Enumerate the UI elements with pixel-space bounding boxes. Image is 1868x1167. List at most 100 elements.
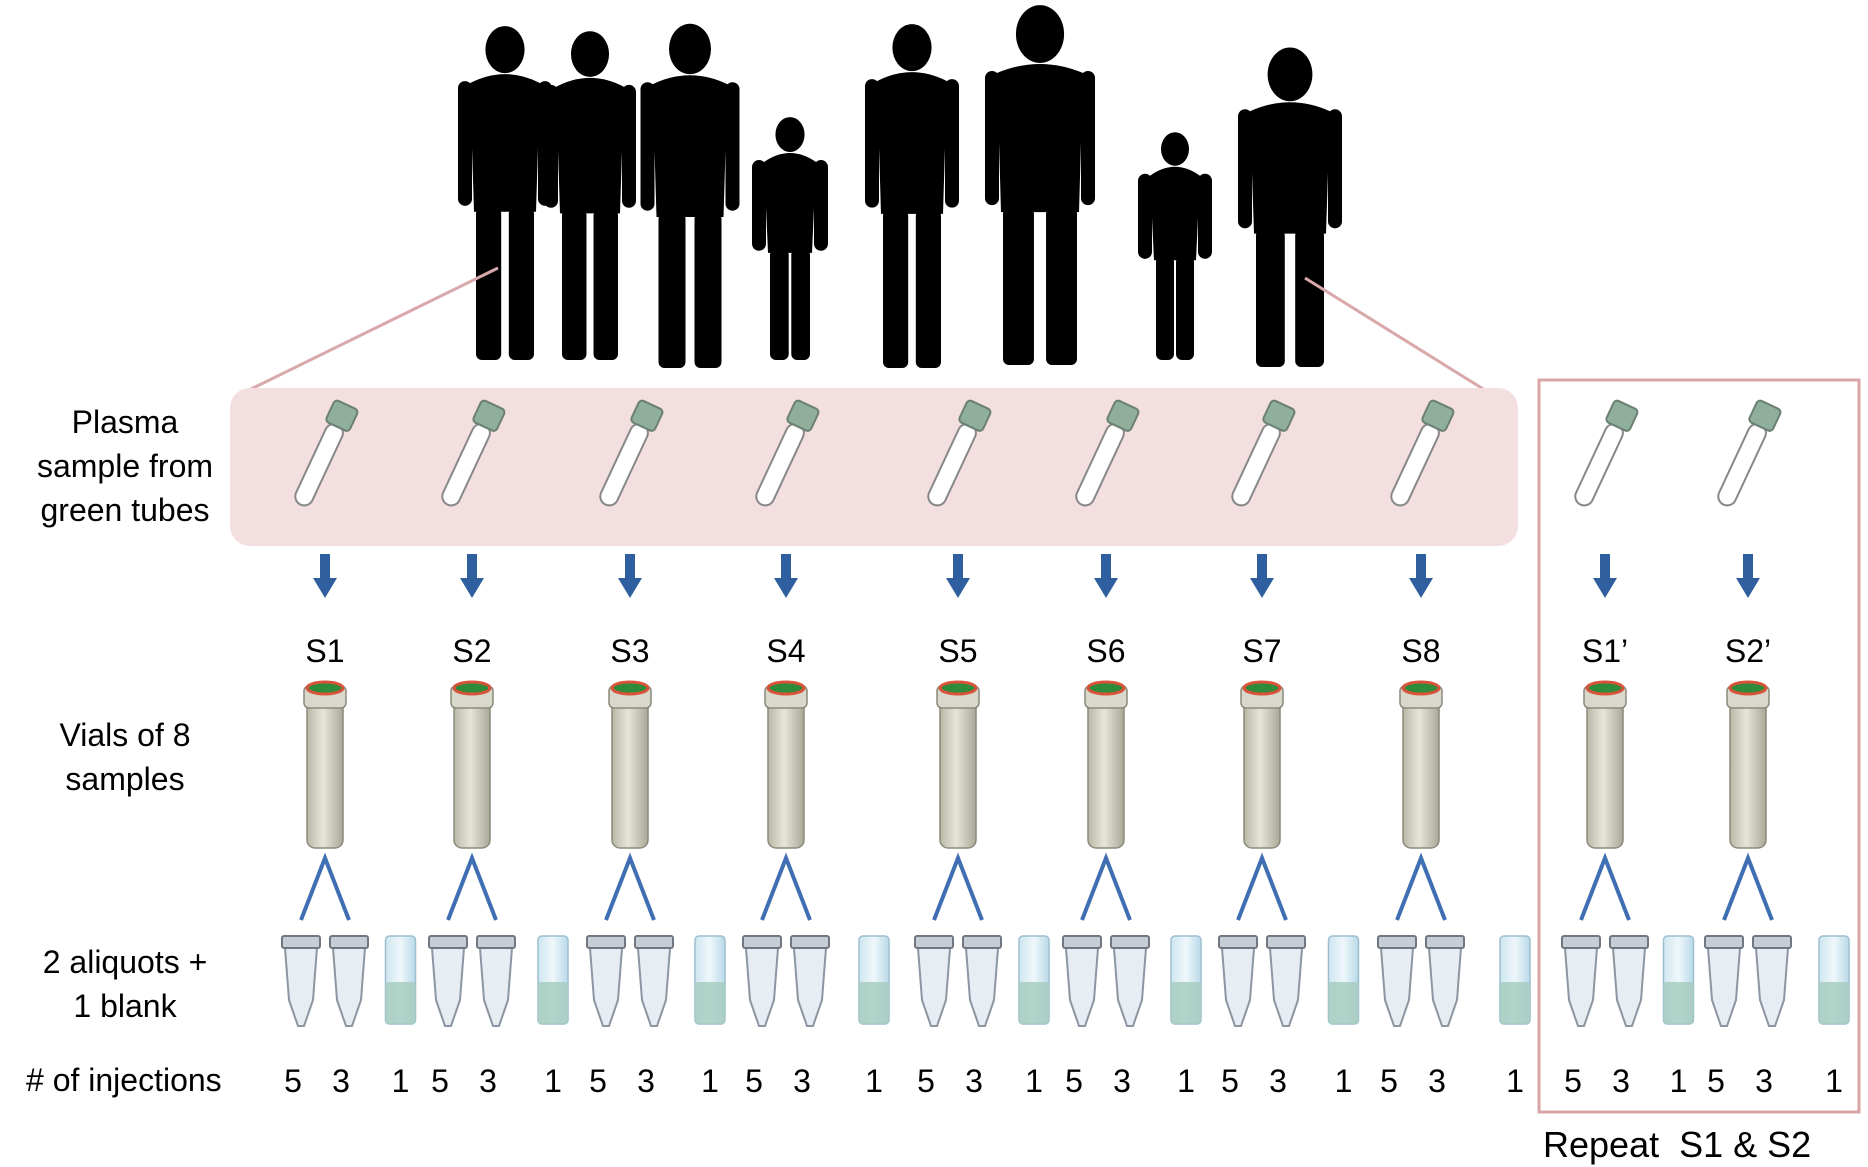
arrow-shaft <box>1600 554 1610 578</box>
aliquot-split-line <box>1082 858 1130 920</box>
aliquot-tube-body <box>794 948 826 1026</box>
person-torso <box>653 75 728 217</box>
aliquot-tube-cap <box>1267 936 1305 948</box>
aliquot-tube-body <box>432 948 464 1026</box>
blank-tube <box>1171 936 1201 1024</box>
aliquot-tube <box>915 936 953 1026</box>
blank-liquid <box>1019 982 1049 1024</box>
injection-count: 1 <box>1670 1063 1688 1099</box>
person-arm-left <box>752 160 766 251</box>
sample-vial <box>451 682 493 848</box>
aliquot-split-line <box>934 858 982 920</box>
aliquot-tube-cap <box>1063 936 1101 948</box>
aliquot-tube-cap <box>791 936 829 948</box>
down-arrow <box>618 554 642 598</box>
vial-body <box>1730 700 1766 848</box>
vials-label-line-2: samples <box>0 757 250 801</box>
sample-label: S2 <box>452 633 491 669</box>
person-arm-right <box>1081 71 1095 205</box>
person-arm-left <box>544 85 558 208</box>
sample-label: S3 <box>610 633 649 669</box>
arrow-head <box>1250 578 1274 598</box>
person-head <box>571 31 609 77</box>
down-arrow <box>1409 554 1433 598</box>
person-leg-right <box>1046 208 1077 365</box>
blank-tube <box>1664 936 1694 1024</box>
aliquot-tube-cap <box>743 936 781 948</box>
blank-tube <box>859 936 889 1024</box>
blank-liquid <box>1329 982 1359 1024</box>
vial-cap-top <box>1730 682 1766 694</box>
sample-vial <box>1241 682 1283 848</box>
people-silhouettes <box>458 5 1342 368</box>
sample-label: S5 <box>938 633 977 669</box>
aliquot-tube-body <box>1613 948 1645 1026</box>
person-silhouette <box>1138 132 1212 360</box>
injection-count: 3 <box>332 1063 350 1099</box>
person-silhouette <box>752 117 828 360</box>
injection-count: 3 <box>965 1063 983 1099</box>
blank-liquid <box>695 982 725 1024</box>
arrow-head <box>313 578 337 598</box>
person-leg-left <box>1156 256 1174 360</box>
blank-liquid <box>1500 982 1530 1024</box>
blank-liquid <box>538 982 568 1024</box>
vial-cap-top <box>768 682 804 694</box>
person-silhouette <box>1238 48 1342 367</box>
tube-body <box>1715 421 1769 508</box>
sample-column-10: S2’531 <box>1705 399 1849 1099</box>
aliquot-tube-cap <box>1426 936 1464 948</box>
aliquots-row-label: 2 aliquots + 1 blank <box>0 940 250 1028</box>
person-torso <box>997 64 1083 212</box>
aliquot-split-line <box>448 858 496 920</box>
injection-count: 3 <box>1113 1063 1131 1099</box>
aliquot-tube-cap <box>1610 936 1648 948</box>
down-arrow <box>774 554 798 598</box>
aliquot-tube-body <box>1381 948 1413 1026</box>
injection-count: 5 <box>1221 1063 1239 1099</box>
aliquot-tube <box>1111 936 1149 1026</box>
injection-count: 1 <box>1825 1063 1843 1099</box>
person-silhouette <box>641 24 740 368</box>
person-silhouette <box>544 31 636 360</box>
aliquot-tube-body <box>590 948 622 1026</box>
aliquot-tube <box>743 936 781 1026</box>
sample-label: S8 <box>1401 633 1440 669</box>
aliquot-tube <box>1267 936 1305 1026</box>
arrow-shaft <box>1743 554 1753 578</box>
vial-cap-top <box>940 682 976 694</box>
injection-count: 1 <box>865 1063 883 1099</box>
person-head <box>1161 132 1189 166</box>
person-leg-right <box>1295 230 1324 367</box>
injection-count: 1 <box>544 1063 562 1099</box>
injection-count: 1 <box>1506 1063 1524 1099</box>
person-leg-left <box>883 210 908 368</box>
aliquot-split-line <box>1581 858 1629 920</box>
blank-liquid <box>859 982 889 1024</box>
aliquot-tube-body <box>918 948 950 1026</box>
arrow-shaft <box>953 554 963 578</box>
down-arrow <box>1736 554 1760 598</box>
aliquot-tube <box>963 936 1001 1026</box>
down-arrow <box>1593 554 1617 598</box>
aliquot-tube-body <box>1066 948 1098 1026</box>
vial-body <box>940 700 976 848</box>
person-leg-right <box>791 249 810 360</box>
blank-tube <box>1500 936 1530 1024</box>
arrow-head <box>618 578 642 598</box>
injection-count: 3 <box>637 1063 655 1099</box>
arrow-head <box>774 578 798 598</box>
aliquot-tube-body <box>480 948 512 1026</box>
injection-count: 5 <box>745 1063 763 1099</box>
injection-count: 5 <box>1380 1063 1398 1099</box>
plasma-label-line-1: Plasma <box>0 400 250 444</box>
tube-body <box>1572 421 1626 508</box>
sample-label: S1 <box>305 633 344 669</box>
injection-count: 5 <box>917 1063 935 1099</box>
blank-tube <box>386 936 416 1024</box>
person-leg-left <box>562 209 586 360</box>
person-leg-left <box>476 208 501 360</box>
injection-count: 5 <box>284 1063 302 1099</box>
person-arm-left <box>458 81 472 206</box>
aliquot-tube-cap <box>963 936 1001 948</box>
